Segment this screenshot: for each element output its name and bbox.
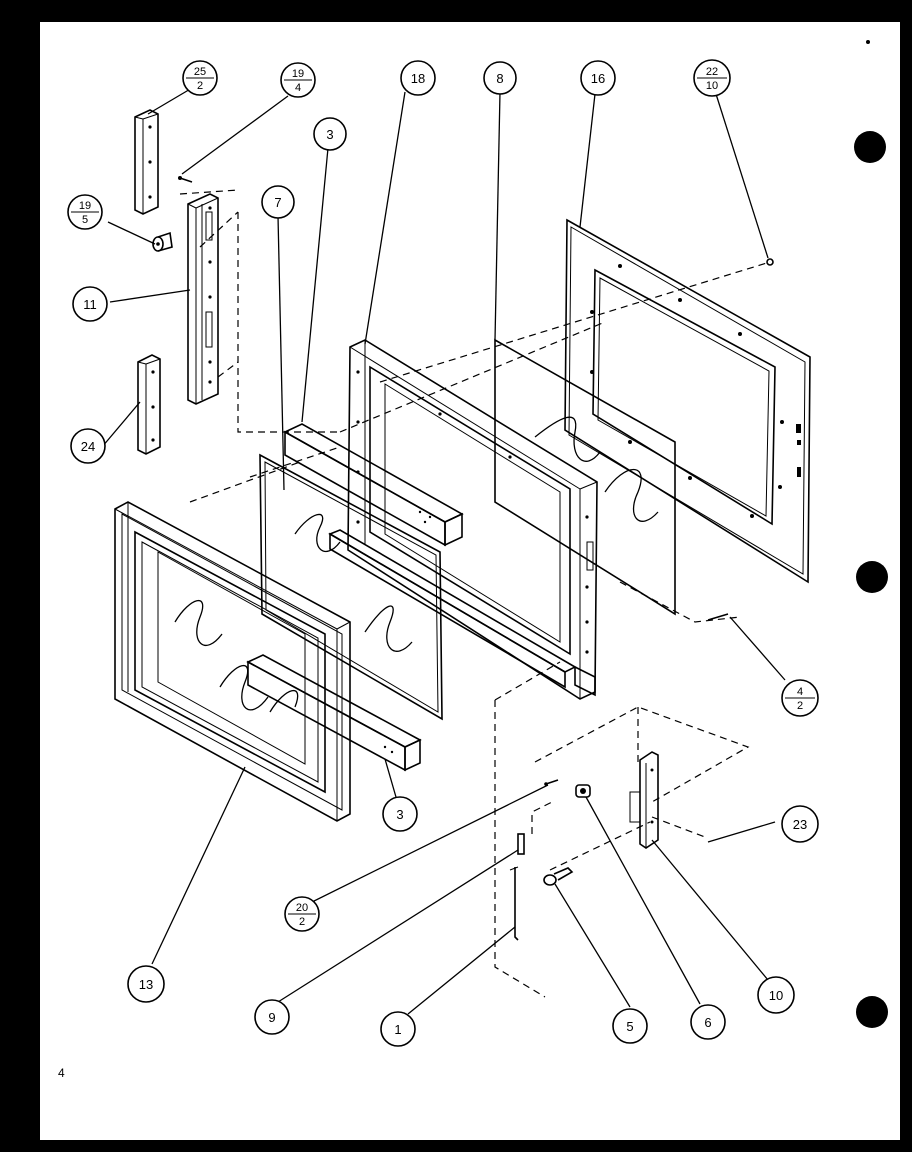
part-11-hinge-channel — [187, 193, 219, 405]
callout-9-label: 9 — [268, 1010, 275, 1025]
callout-25-2: 25 2 — [182, 60, 218, 96]
callout-24-label: 24 — [81, 439, 95, 454]
page-number: 4 — [58, 1066, 65, 1080]
part-3-lower-bar — [246, 654, 422, 772]
callout-19-4-bottom: 4 — [295, 82, 301, 94]
callout-24: 24 — [70, 428, 106, 464]
callout-3-upper-label: 3 — [326, 127, 333, 142]
callout-7: 7 — [261, 185, 295, 219]
callout-3-lower: 3 — [382, 796, 418, 832]
callout-6: 6 — [690, 1004, 726, 1040]
callout-19-5-bottom: 5 — [82, 214, 88, 226]
callout-5: 5 — [612, 1008, 648, 1044]
callout-1: 1 — [380, 1011, 416, 1047]
part-19-knob — [152, 231, 173, 252]
binder-hole-middle — [856, 561, 888, 593]
callout-3-lower-label: 3 — [396, 807, 403, 822]
callout-13-label: 13 — [139, 977, 153, 992]
part-20-screw — [544, 779, 559, 786]
frame-lower-rail — [328, 529, 577, 689]
callout-4-2-top: 4 — [797, 686, 803, 698]
leader-lines — [101, 87, 786, 1015]
callout-10-label: 10 — [769, 988, 783, 1003]
callout-8-label: 8 — [496, 71, 503, 86]
part-25-bracket — [134, 109, 159, 215]
binder-hole-top — [854, 131, 886, 163]
part-5-actuator — [543, 867, 574, 886]
corner-mark — [866, 40, 870, 44]
part-8-sheet — [494, 338, 676, 616]
callout-23-label: 23 — [793, 817, 807, 832]
callout-19-4-top: 19 — [292, 68, 304, 80]
callout-10: 10 — [757, 976, 795, 1014]
callout-5-label: 5 — [626, 1019, 633, 1034]
callout-16: 16 — [580, 60, 616, 96]
part-9-tab — [517, 833, 525, 855]
callout-19-4: 19 4 — [280, 62, 316, 98]
part-10-latch-bracket — [629, 751, 659, 849]
callout-18: 18 — [400, 60, 436, 96]
part-13-door-front — [114, 501, 351, 822]
part-6-switch — [575, 784, 591, 798]
diagram-sheet: 25 2 19 4 19 5 11 24 3 7 18 8 16 — [40, 22, 900, 1140]
callout-20-2: 20 2 — [284, 896, 320, 932]
part-24-bracket — [137, 354, 161, 455]
part-1-plate — [509, 866, 519, 941]
part-7-glass-pane — [259, 453, 443, 721]
callout-25-2-bottom: 2 — [197, 80, 203, 92]
part-3-upper-bar — [283, 423, 464, 547]
callout-4-2-bottom: 2 — [797, 700, 803, 712]
part-16-outer-panel — [564, 218, 811, 584]
part-18-door-frame — [347, 339, 598, 700]
callout-8: 8 — [483, 61, 517, 95]
callout-13: 13 — [127, 965, 165, 1003]
callout-9: 9 — [254, 999, 290, 1035]
callout-22-10: 22 10 — [693, 59, 731, 97]
callout-19-5-top: 19 — [79, 200, 91, 212]
callout-1-label: 1 — [394, 1022, 401, 1037]
callout-19-5: 19 5 — [67, 194, 103, 230]
callout-3-upper: 3 — [313, 117, 347, 151]
binder-hole-bottom — [856, 996, 888, 1028]
callout-11: 11 — [72, 286, 108, 322]
callout-18-label: 18 — [411, 71, 425, 86]
exploded-parts-diagram: 25 2 19 4 19 5 11 24 3 7 18 8 16 — [67, 40, 888, 1047]
callout-23: 23 — [781, 805, 819, 843]
callout-22-10-top: 22 — [706, 66, 718, 78]
callout-20-2-top: 20 — [296, 902, 308, 914]
part-4-screw — [707, 613, 729, 621]
part-19-screw — [178, 176, 193, 183]
callout-6-label: 6 — [704, 1015, 711, 1030]
part-22-screw — [766, 258, 774, 266]
callout-7-label: 7 — [274, 195, 281, 210]
callout-22-10-bottom: 10 — [706, 80, 718, 92]
callout-16-label: 16 — [591, 71, 605, 86]
callout-4-2: 4 2 — [781, 679, 819, 717]
callout-25-2-top: 25 — [194, 66, 206, 78]
callout-11-label: 11 — [83, 297, 97, 312]
callout-20-2-bottom: 2 — [299, 916, 305, 928]
